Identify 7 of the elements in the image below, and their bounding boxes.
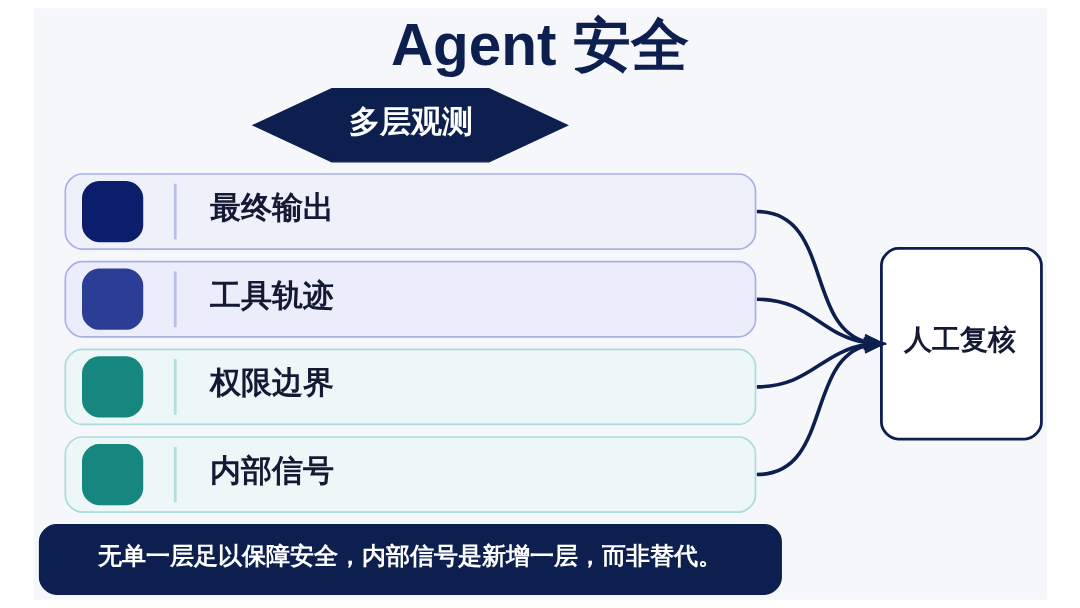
node-box: 最终输出: [63, 173, 756, 250]
node-box: 工具轨迹: [63, 260, 756, 338]
node-box: 权限边界: [63, 348, 756, 426]
node-box: 人工复核: [879, 247, 1043, 441]
node-box: 内部信号: [63, 436, 756, 513]
node-box: 无单一层足以保障安全，内部信号是新增一层，而非替代。: [38, 523, 782, 595]
diagram-title: Agent 安全: [390, 11, 689, 77]
